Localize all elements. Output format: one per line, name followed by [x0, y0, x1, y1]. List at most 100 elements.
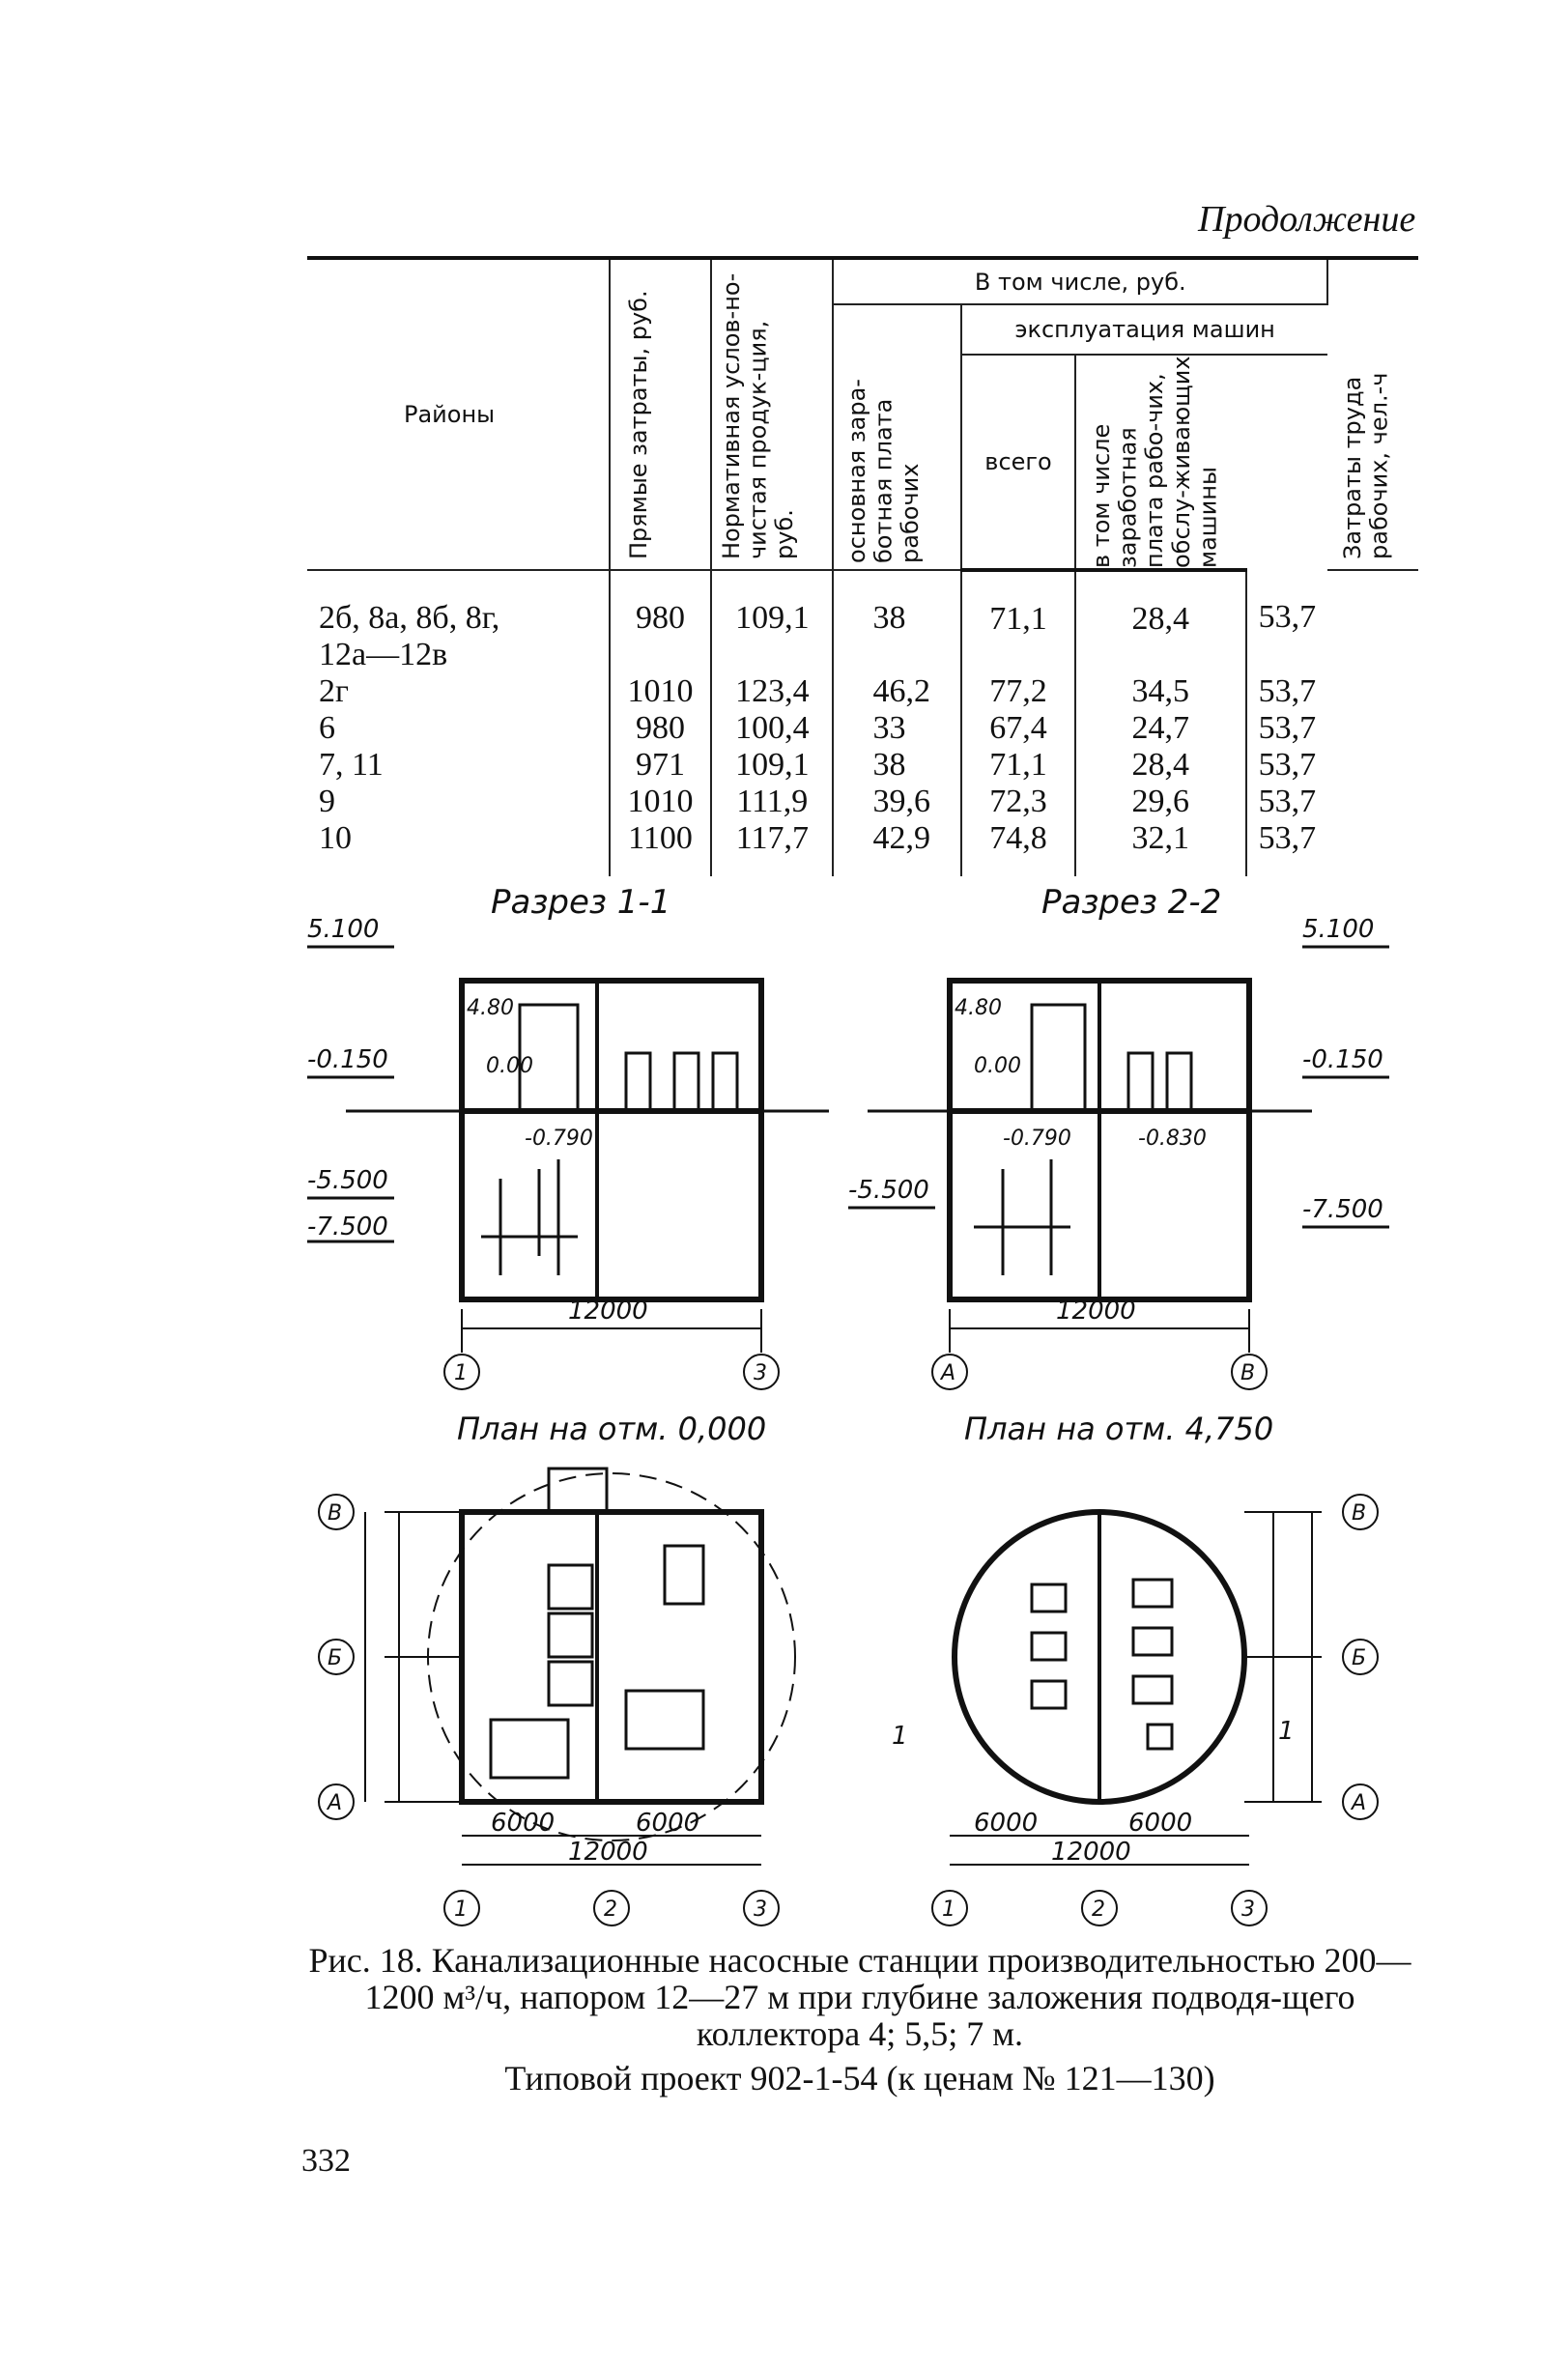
- axis-A-plan2: А: [1350, 1791, 1366, 1815]
- table-row: 2г 1010 123,4 46,2 77,2 34,5 53,7: [307, 673, 1418, 710]
- cell-direct: 980: [609, 570, 713, 673]
- elev-5500-left: -5.500: [307, 1166, 388, 1195]
- cell-wage: 46,2: [833, 673, 963, 710]
- axis-V-plan1: В: [328, 1501, 342, 1526]
- cell-direct: 971: [609, 747, 713, 784]
- cell-total: 71,1: [961, 570, 1076, 673]
- section-2-2: [848, 945, 1389, 1390]
- axis-1-sec1: 1: [454, 1361, 468, 1385]
- header-machines: эксплуатация машин: [961, 304, 1328, 356]
- drawings: Разрез 1-1 Разрез 2-2 5.100 -0.150 -5.50…: [307, 883, 1389, 1926]
- header-labor: Затраты труда рабочих, чел.-ч: [1327, 256, 1418, 571]
- axis-V-plan2: В: [1352, 1501, 1366, 1526]
- project-line: Типовой проект 902-1-54 (к ценам № 121—1…: [504, 2059, 1215, 2097]
- axis-3-plan1: 3: [754, 1897, 767, 1922]
- elev-480-left: 4.80: [467, 996, 514, 1020]
- cell-machine-wage: 28,4: [1074, 570, 1247, 673]
- figure-caption: Рис. 18. Канализационные насосные станци…: [308, 1941, 1411, 2053]
- axis-A-plan1: А: [326, 1791, 342, 1815]
- continuation-label: Продолжение: [1198, 199, 1416, 240]
- cell-labor: 53,7: [1258, 820, 1317, 856]
- axis-A-sec2: А: [939, 1361, 955, 1385]
- cell-region: 10: [307, 820, 611, 876]
- axis-3-sec1: 3: [754, 1361, 767, 1385]
- elev-0830: -0.830: [1138, 1127, 1207, 1151]
- cell-normative: 111,9: [711, 784, 835, 820]
- table-row: 6 980 100,4 33 67,4 24,7 53,7: [307, 710, 1418, 747]
- page-number: 332: [301, 2143, 351, 2179]
- dim-12000-sec2: 12000: [1056, 1297, 1136, 1326]
- cell-direct: 1010: [609, 784, 713, 820]
- cell-region: 2г: [307, 673, 611, 710]
- header-regions: Районы: [307, 256, 611, 571]
- cell-labor: 53,7: [1258, 599, 1317, 635]
- dim-6000-b: 6000: [636, 1809, 699, 1838]
- elev-7500-left: -7.500: [307, 1213, 388, 1241]
- header-machine-wage: в том числе заработная плата рабо-чих, о…: [1074, 355, 1246, 572]
- dim-12000-sec1: 12000: [568, 1297, 648, 1326]
- elev-5500-right: -5.500: [848, 1176, 929, 1205]
- dim-6000-d: 6000: [1128, 1809, 1192, 1838]
- cell-machine-wage: 28,4: [1074, 747, 1247, 784]
- cell-direct: 1100: [609, 820, 713, 876]
- elev-000-right: 0.00: [974, 1054, 1021, 1078]
- cell-direct: 980: [609, 710, 713, 747]
- plan-1-title: План на отм. 0,000: [457, 1411, 766, 1447]
- cell-machine-wage: 34,5: [1074, 673, 1247, 710]
- header-total: всего: [961, 355, 1076, 572]
- cost-table: Районы Прямые затраты, руб. Нормативная …: [307, 256, 1418, 876]
- header-incl: В том числе, руб.: [833, 256, 1329, 305]
- section-1-1: [307, 945, 829, 1390]
- cell-wage: 42,9: [833, 820, 963, 876]
- cell-labor: 53,7: [1258, 710, 1317, 746]
- dim-6000-c: 6000: [974, 1809, 1038, 1838]
- cell-total: 72,3: [961, 784, 1076, 820]
- cell-region: 2б, 8а, 8б, 8г,12а—12в: [307, 570, 611, 673]
- cell-normative: 109,1: [711, 747, 835, 784]
- header-normative: Нормативная услов-но-чистая продук-ция, …: [711, 256, 835, 571]
- cell-region: 9: [307, 784, 611, 820]
- cell-wage: 33: [833, 710, 963, 747]
- axis-1-plan1: 1: [454, 1897, 468, 1922]
- plan-0000: [318, 1467, 796, 1926]
- cell-total: 74,8: [961, 820, 1076, 876]
- cell-normative: 117,7: [711, 820, 835, 876]
- cell-total: 77,2: [961, 673, 1076, 710]
- cell-region: 7, 11: [307, 747, 611, 784]
- elev-0790-left: -0.790: [525, 1127, 593, 1151]
- table-row: 2б, 8а, 8б, 8г,12а—12в 980 109,1 38 71,1…: [307, 570, 1418, 673]
- elev-5100-left: 5.100: [307, 915, 379, 944]
- header-wage: основная зара-ботная плата рабочих: [833, 304, 963, 571]
- cell-labor: 53,7: [1258, 747, 1317, 783]
- plan-4750: [931, 1494, 1379, 1926]
- axis-B-plan1: Б: [328, 1646, 342, 1670]
- axis-1-plan2: 1: [942, 1897, 955, 1922]
- cell-region: 6: [307, 710, 611, 747]
- cell-wage: 39,6: [833, 784, 963, 820]
- cell-wage: 38: [833, 747, 963, 784]
- section-2-title: Разрез 2-2: [1041, 883, 1221, 922]
- axis-B-plan2: Б: [1352, 1646, 1366, 1670]
- dim-6000-a: 6000: [491, 1809, 555, 1838]
- cut-mark-left: 1: [892, 1722, 908, 1751]
- elev-5100-right: 5.100: [1302, 915, 1374, 944]
- elev-480-right: 4.80: [955, 996, 1002, 1020]
- cell-total: 67,4: [961, 710, 1076, 747]
- header-direct: Прямые затраты, руб.: [609, 256, 713, 571]
- cell-machine-wage: 29,6: [1074, 784, 1247, 820]
- plan-2-title: План на отм. 4,750: [964, 1411, 1273, 1447]
- cell-labor: 53,7: [1258, 673, 1317, 709]
- elev-0150-left: -0.150: [307, 1045, 388, 1074]
- cell-labor: 53,7: [1258, 784, 1317, 819]
- table-row: 7, 11 971 109,1 38 71,1 28,4 53,7: [307, 747, 1418, 784]
- cell-machine-wage: 32,1: [1074, 820, 1247, 876]
- cell-wage: 38: [833, 570, 963, 673]
- table-row: 9 1010 111,9 39,6 72,3 29,6 53,7: [307, 784, 1418, 820]
- axis-V-sec2: В: [1240, 1361, 1255, 1385]
- axis-2-plan1: 2: [604, 1897, 617, 1922]
- table-row: 10 1100 117,7 42,9 74,8 32,1 53,7: [307, 820, 1418, 876]
- cell-direct: 1010: [609, 673, 713, 710]
- elev-0150-right: -0.150: [1302, 1045, 1383, 1074]
- cell-normative: 123,4: [711, 673, 835, 710]
- elev-7500-right: -7.500: [1302, 1195, 1383, 1224]
